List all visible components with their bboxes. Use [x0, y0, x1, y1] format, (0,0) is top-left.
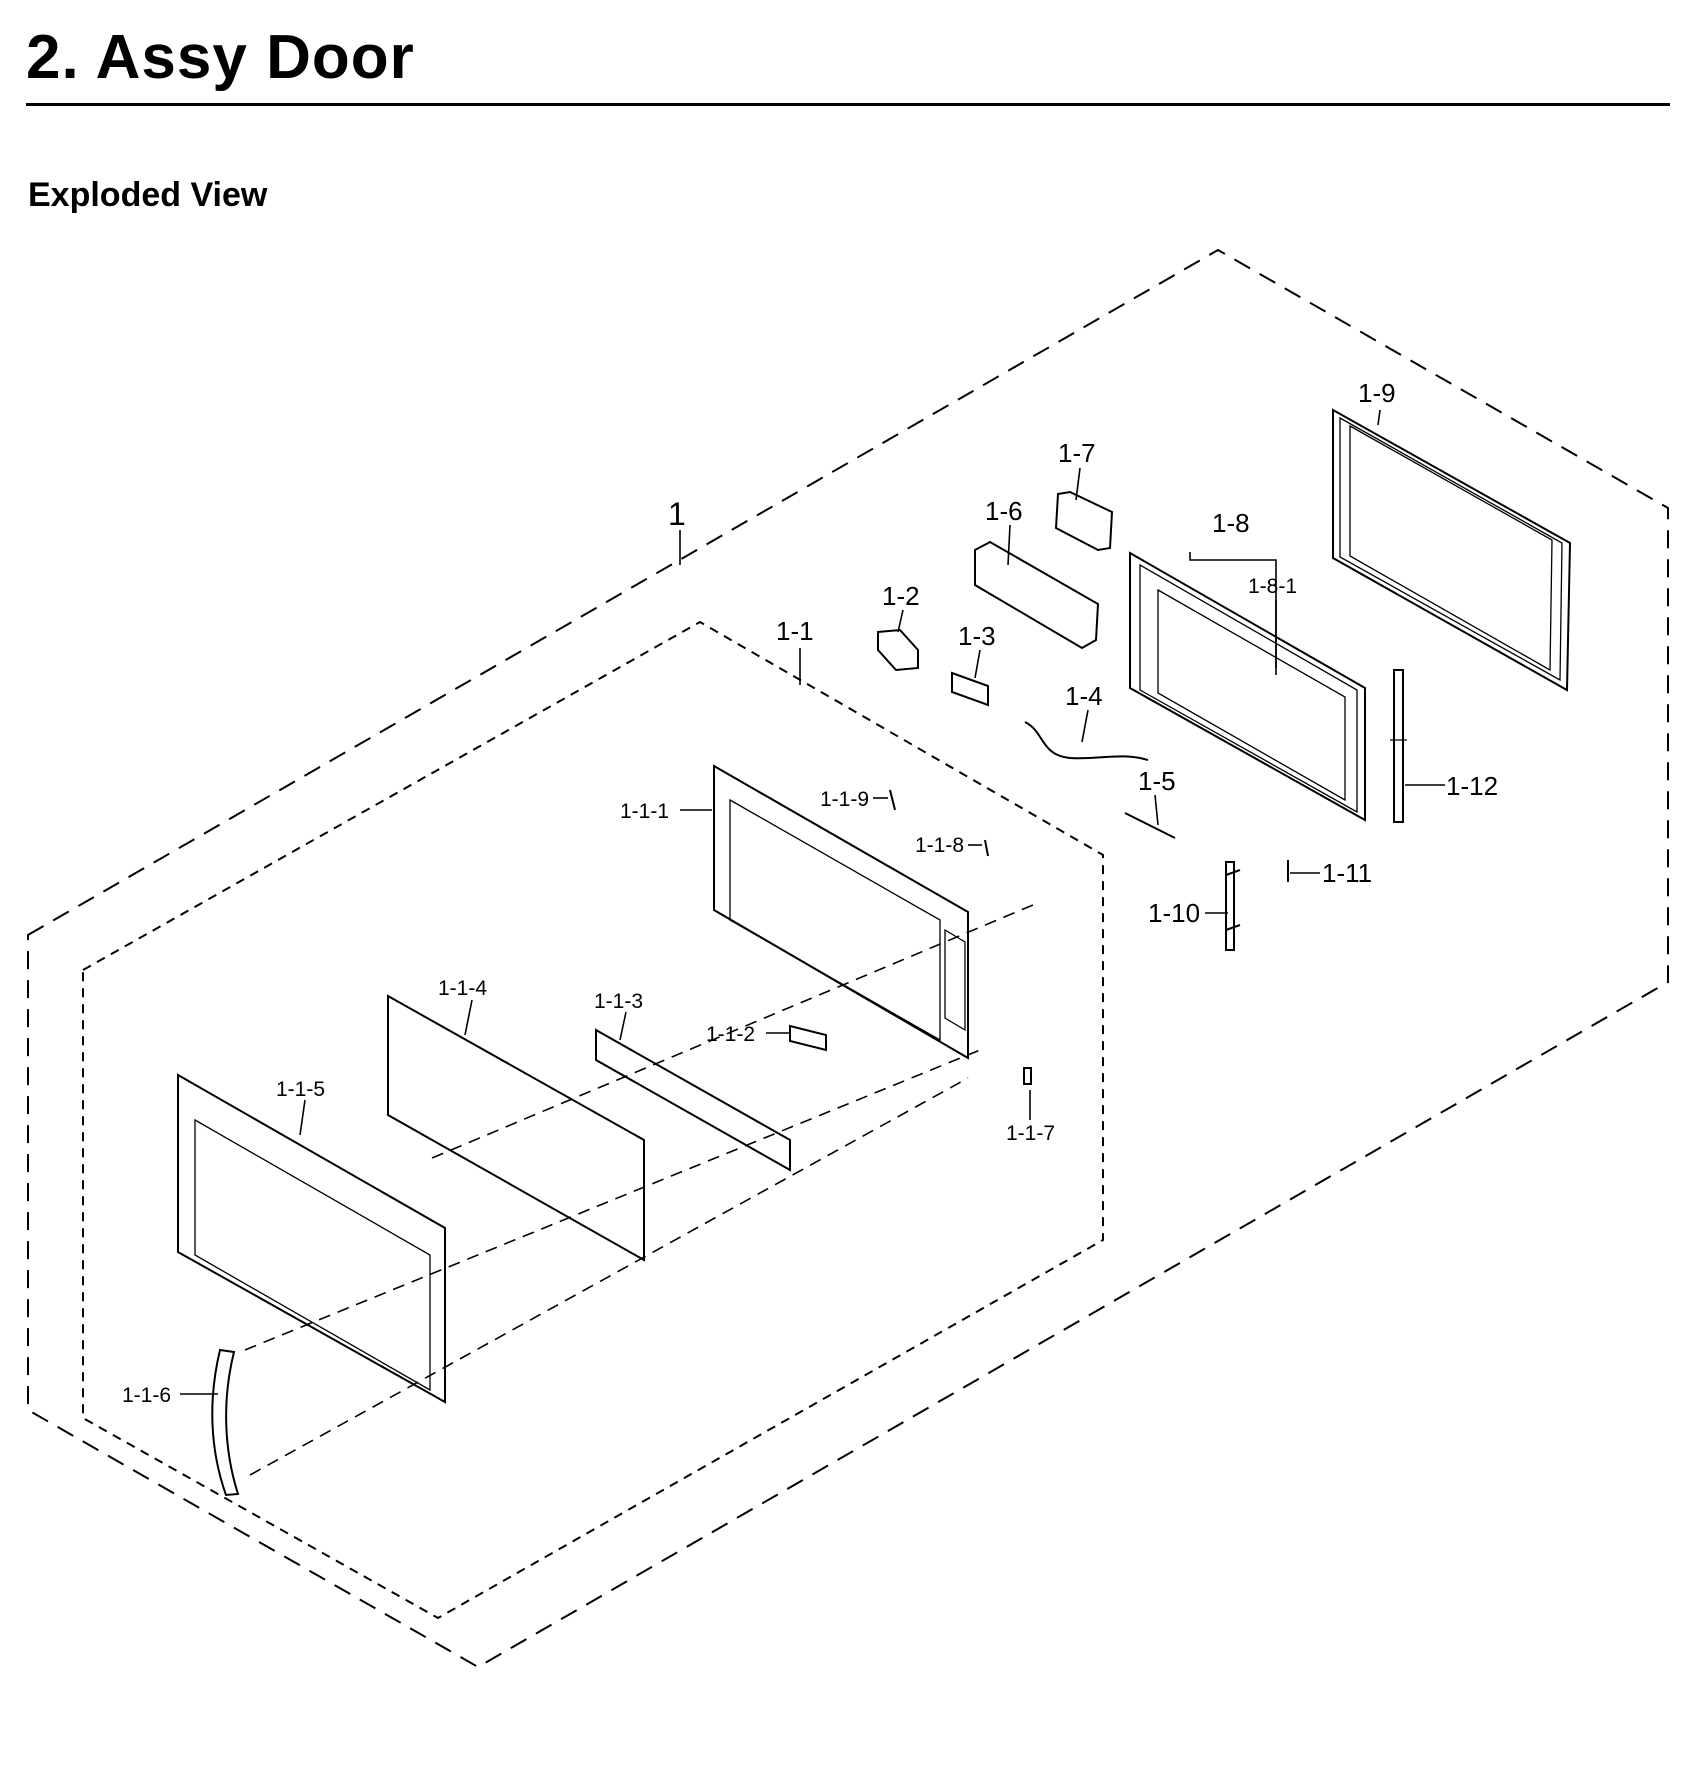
callout-1-1-6: 1-1-6 [122, 1384, 171, 1407]
title-underline [26, 103, 1670, 106]
part-1-12-hinge-rod [1390, 669, 1407, 823]
part-1-6-hinge-bar [974, 540, 1100, 650]
assembly-1-boundary [27, 248, 1669, 1669]
part-1-10-latch [1225, 861, 1241, 951]
callout-1-4: 1-4 [1065, 681, 1103, 711]
callout-1-12: 1-12 [1446, 771, 1498, 801]
callout-1-8-1: 1-8-1 [1248, 575, 1297, 598]
callout-1-8: 1-8 [1212, 508, 1250, 538]
part-1-1-1-inner-panel [713, 764, 969, 1060]
part-1-1-3-control-strip [595, 1028, 791, 1172]
callout-1-1-1: 1-1-1 [620, 800, 669, 823]
part-1-4-wire-harness [1024, 721, 1149, 761]
part-1-8-door-frame [1129, 551, 1366, 822]
callout-1-1-5: 1-1-5 [276, 1078, 325, 1101]
part-1-9-choke-frame [1332, 408, 1572, 692]
part-1-1-7-sensor [1023, 1067, 1032, 1085]
callout-1-7: 1-7 [1058, 438, 1096, 468]
part-1-1-5-front-panel [177, 1073, 446, 1404]
callout-1-1: 1-1 [776, 616, 814, 646]
callout-1-11: 1-11 [1322, 858, 1372, 888]
callout-1: 1 [668, 496, 686, 532]
callout-1-9: 1-9 [1358, 378, 1396, 408]
part-1-5-spring [1124, 812, 1176, 839]
callout-1-10: 1-10 [1148, 898, 1200, 928]
callout-1-5: 1-5 [1138, 766, 1176, 796]
part-1-1-4-glass [387, 994, 645, 1262]
callout-1-1-9: 1-1-9 [820, 788, 869, 811]
callout-1-1-4: 1-1-4 [438, 977, 487, 1000]
assembly-1-1-boundary [82, 620, 1104, 1620]
callout-1-1-8: 1-1-8 [915, 834, 964, 857]
callout-1-1-2: 1-1-2 [706, 1023, 755, 1046]
callout-1-1-7: 1-1-7 [1006, 1122, 1055, 1145]
callout-labels: 1 1-1 1-2 1-3 1-4 1-5 1-6 1-7 1-8 1-8-1 … [122, 378, 1498, 1407]
part-1-1-6-handle [211, 1348, 240, 1497]
section-subtitle: Exploded View [28, 176, 268, 214]
part-1-1-2-plate [789, 1024, 827, 1052]
callout-1-3: 1-3 [958, 621, 996, 651]
part-1-1-8-screw [984, 839, 989, 857]
alignment-axes [244, 901, 1041, 1476]
part-1-7-bracket [1054, 490, 1114, 552]
part-1-3-plate [951, 671, 989, 707]
part-1-1-9-screw [889, 789, 896, 811]
part-1-2-plate [877, 628, 919, 672]
leader-lines [180, 409, 1445, 1395]
callout-1-2: 1-2 [882, 581, 920, 611]
callout-1-1-3: 1-1-3 [594, 990, 643, 1013]
page-title: 2. Assy Door [26, 23, 415, 92]
callout-1-6: 1-6 [985, 496, 1023, 526]
